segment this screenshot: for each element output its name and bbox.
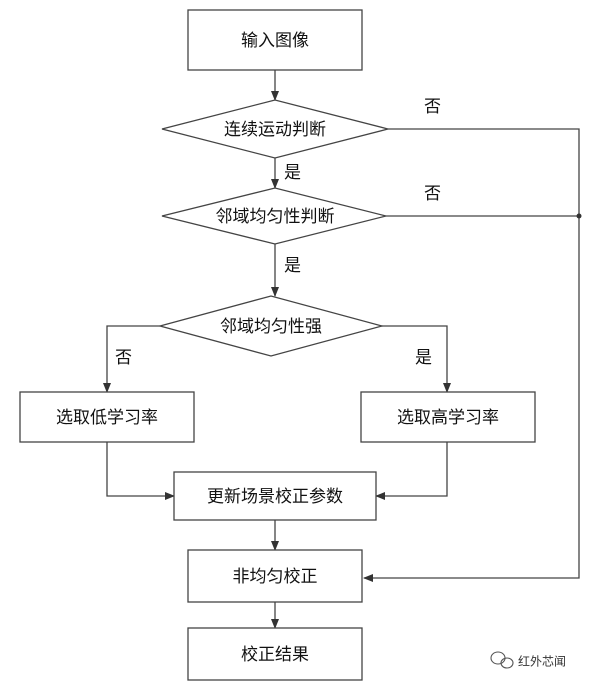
high-learning-rate-box [360, 391, 536, 443]
watermark: 红外芯闻 [490, 651, 566, 669]
wechat-icon [490, 651, 514, 669]
uniformity-decision-label: 邻域均匀性判断 [216, 207, 335, 227]
junction-dot [576, 213, 582, 219]
strong-yes-label: 是 [415, 348, 432, 368]
update-params-label: 更新场景校正参数 [207, 487, 343, 507]
watermark-text: 红外芯闻 [518, 654, 566, 669]
edge-strong-to-low [103, 325, 160, 393]
input-image-label: 输入图像 [241, 31, 309, 51]
low-learning-rate-label: 选取低学习率 [56, 408, 158, 428]
motion-no-label: 否 [424, 97, 441, 117]
motion-decision-label: 连续运动判断 [224, 120, 326, 140]
correction-result-label: 校正结果 [241, 645, 309, 665]
connectors [103, 70, 580, 629]
correction-result-box [187, 627, 363, 681]
input-image-box [187, 9, 363, 71]
strong-no-label: 否 [115, 348, 132, 368]
strong-decision-label: 邻域均匀性强 [220, 317, 322, 337]
uniformity-yes-label: 是 [284, 256, 301, 276]
nonuniform-correction-label: 非均匀校正 [233, 567, 318, 587]
uniformity-no-label: 否 [424, 184, 441, 204]
update-params-box [173, 471, 377, 521]
uniformity-decision-diamond [161, 187, 387, 245]
strong-decision-diamond [157, 295, 385, 357]
edge-low-to-update [106, 442, 175, 500]
edge-motion-no-loop [363, 128, 580, 582]
high-learning-rate-label: 选取高学习率 [397, 408, 499, 428]
nonuniform-correction-box [187, 549, 363, 603]
edge-high-to-update [375, 442, 448, 500]
nodes [19, 9, 536, 681]
motion-yes-label: 是 [284, 163, 301, 183]
edge-strong-to-high [382, 325, 451, 393]
low-learning-rate-box [19, 391, 195, 443]
motion-decision-diamond [161, 99, 389, 159]
